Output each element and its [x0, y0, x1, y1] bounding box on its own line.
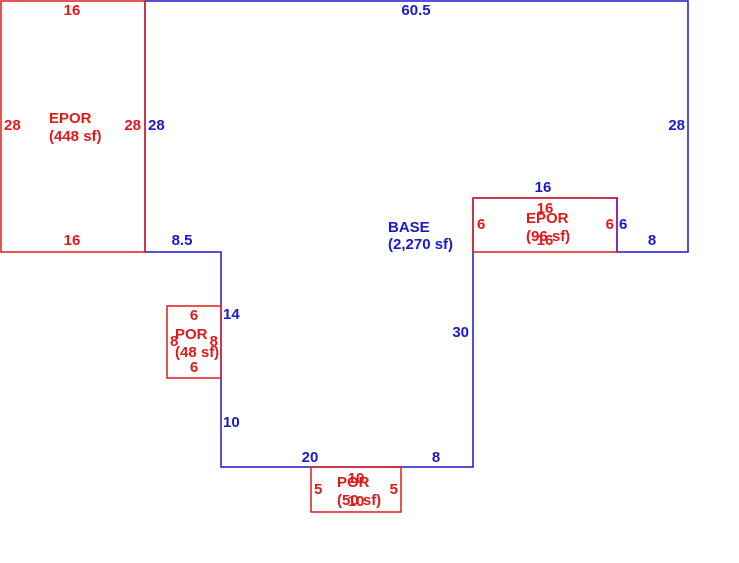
dim-epor-left-top: 16 [64, 2, 81, 19]
por-left-area-label: (48 sf) [175, 344, 219, 361]
dim-por-left-left: 8 [170, 333, 178, 350]
por-bottom-outline [310, 466, 402, 513]
por-left-outline [166, 305, 222, 379]
por-left-name-label: POR [175, 326, 208, 343]
dim-base-step-top: 8.5 [172, 232, 193, 249]
dim-por-left-top: 6 [190, 307, 198, 324]
dim-base-bottom-left: 20 [302, 449, 319, 466]
base-area-label: (2,270 sf) [388, 236, 453, 253]
dim-epor-right-top: 16 [537, 200, 554, 217]
dim-por-left-bottom: 6 [190, 359, 198, 376]
dim-base-notch-top: 16 [535, 179, 552, 196]
base-name-label: BASE [388, 219, 430, 236]
por-bottom-area-label: (50 sf) [337, 492, 381, 509]
dim-epor-left-bottom: 16 [64, 232, 81, 249]
dim-epor-right-bottom: 16 [537, 232, 554, 249]
dim-base-left-upper: 28 [148, 117, 165, 134]
por-bottom-name-label: POR [337, 474, 370, 491]
dim-base-right-bottom: 8 [648, 232, 656, 249]
dim-base-left-mid: 14 [223, 306, 240, 323]
epor-left-name-label: EPOR [49, 110, 92, 127]
dim-base-top: 60.5 [401, 2, 430, 19]
dim-epor-right-right: 6 [606, 216, 614, 233]
epor-left-outline [0, 0, 146, 253]
dim-por-bottom-left: 5 [314, 481, 322, 498]
dim-por-bottom-bottom: 10 [348, 493, 365, 510]
epor-right-area-label: (96 sf) [526, 228, 570, 245]
dim-base-bottom-right: 8 [432, 449, 440, 466]
dim-base-left-low: 10 [223, 414, 240, 431]
dim-epor-right-left: 6 [477, 216, 485, 233]
dim-por-bottom-top: 10 [348, 470, 365, 487]
dim-epor-left-right: 28 [124, 117, 141, 134]
epor-left-area-label: (448 sf) [49, 128, 102, 145]
dim-base-right: 28 [668, 117, 685, 134]
dim-por-bottom-right: 5 [390, 481, 398, 498]
dim-epor-left-left: 28 [4, 117, 21, 134]
epor-right-name-label: EPOR [526, 210, 569, 227]
dim-por-left-right: 8 [210, 333, 218, 350]
dim-base-inner-vertical: 30 [452, 324, 469, 341]
dim-base-notch-right: 6 [619, 216, 627, 233]
